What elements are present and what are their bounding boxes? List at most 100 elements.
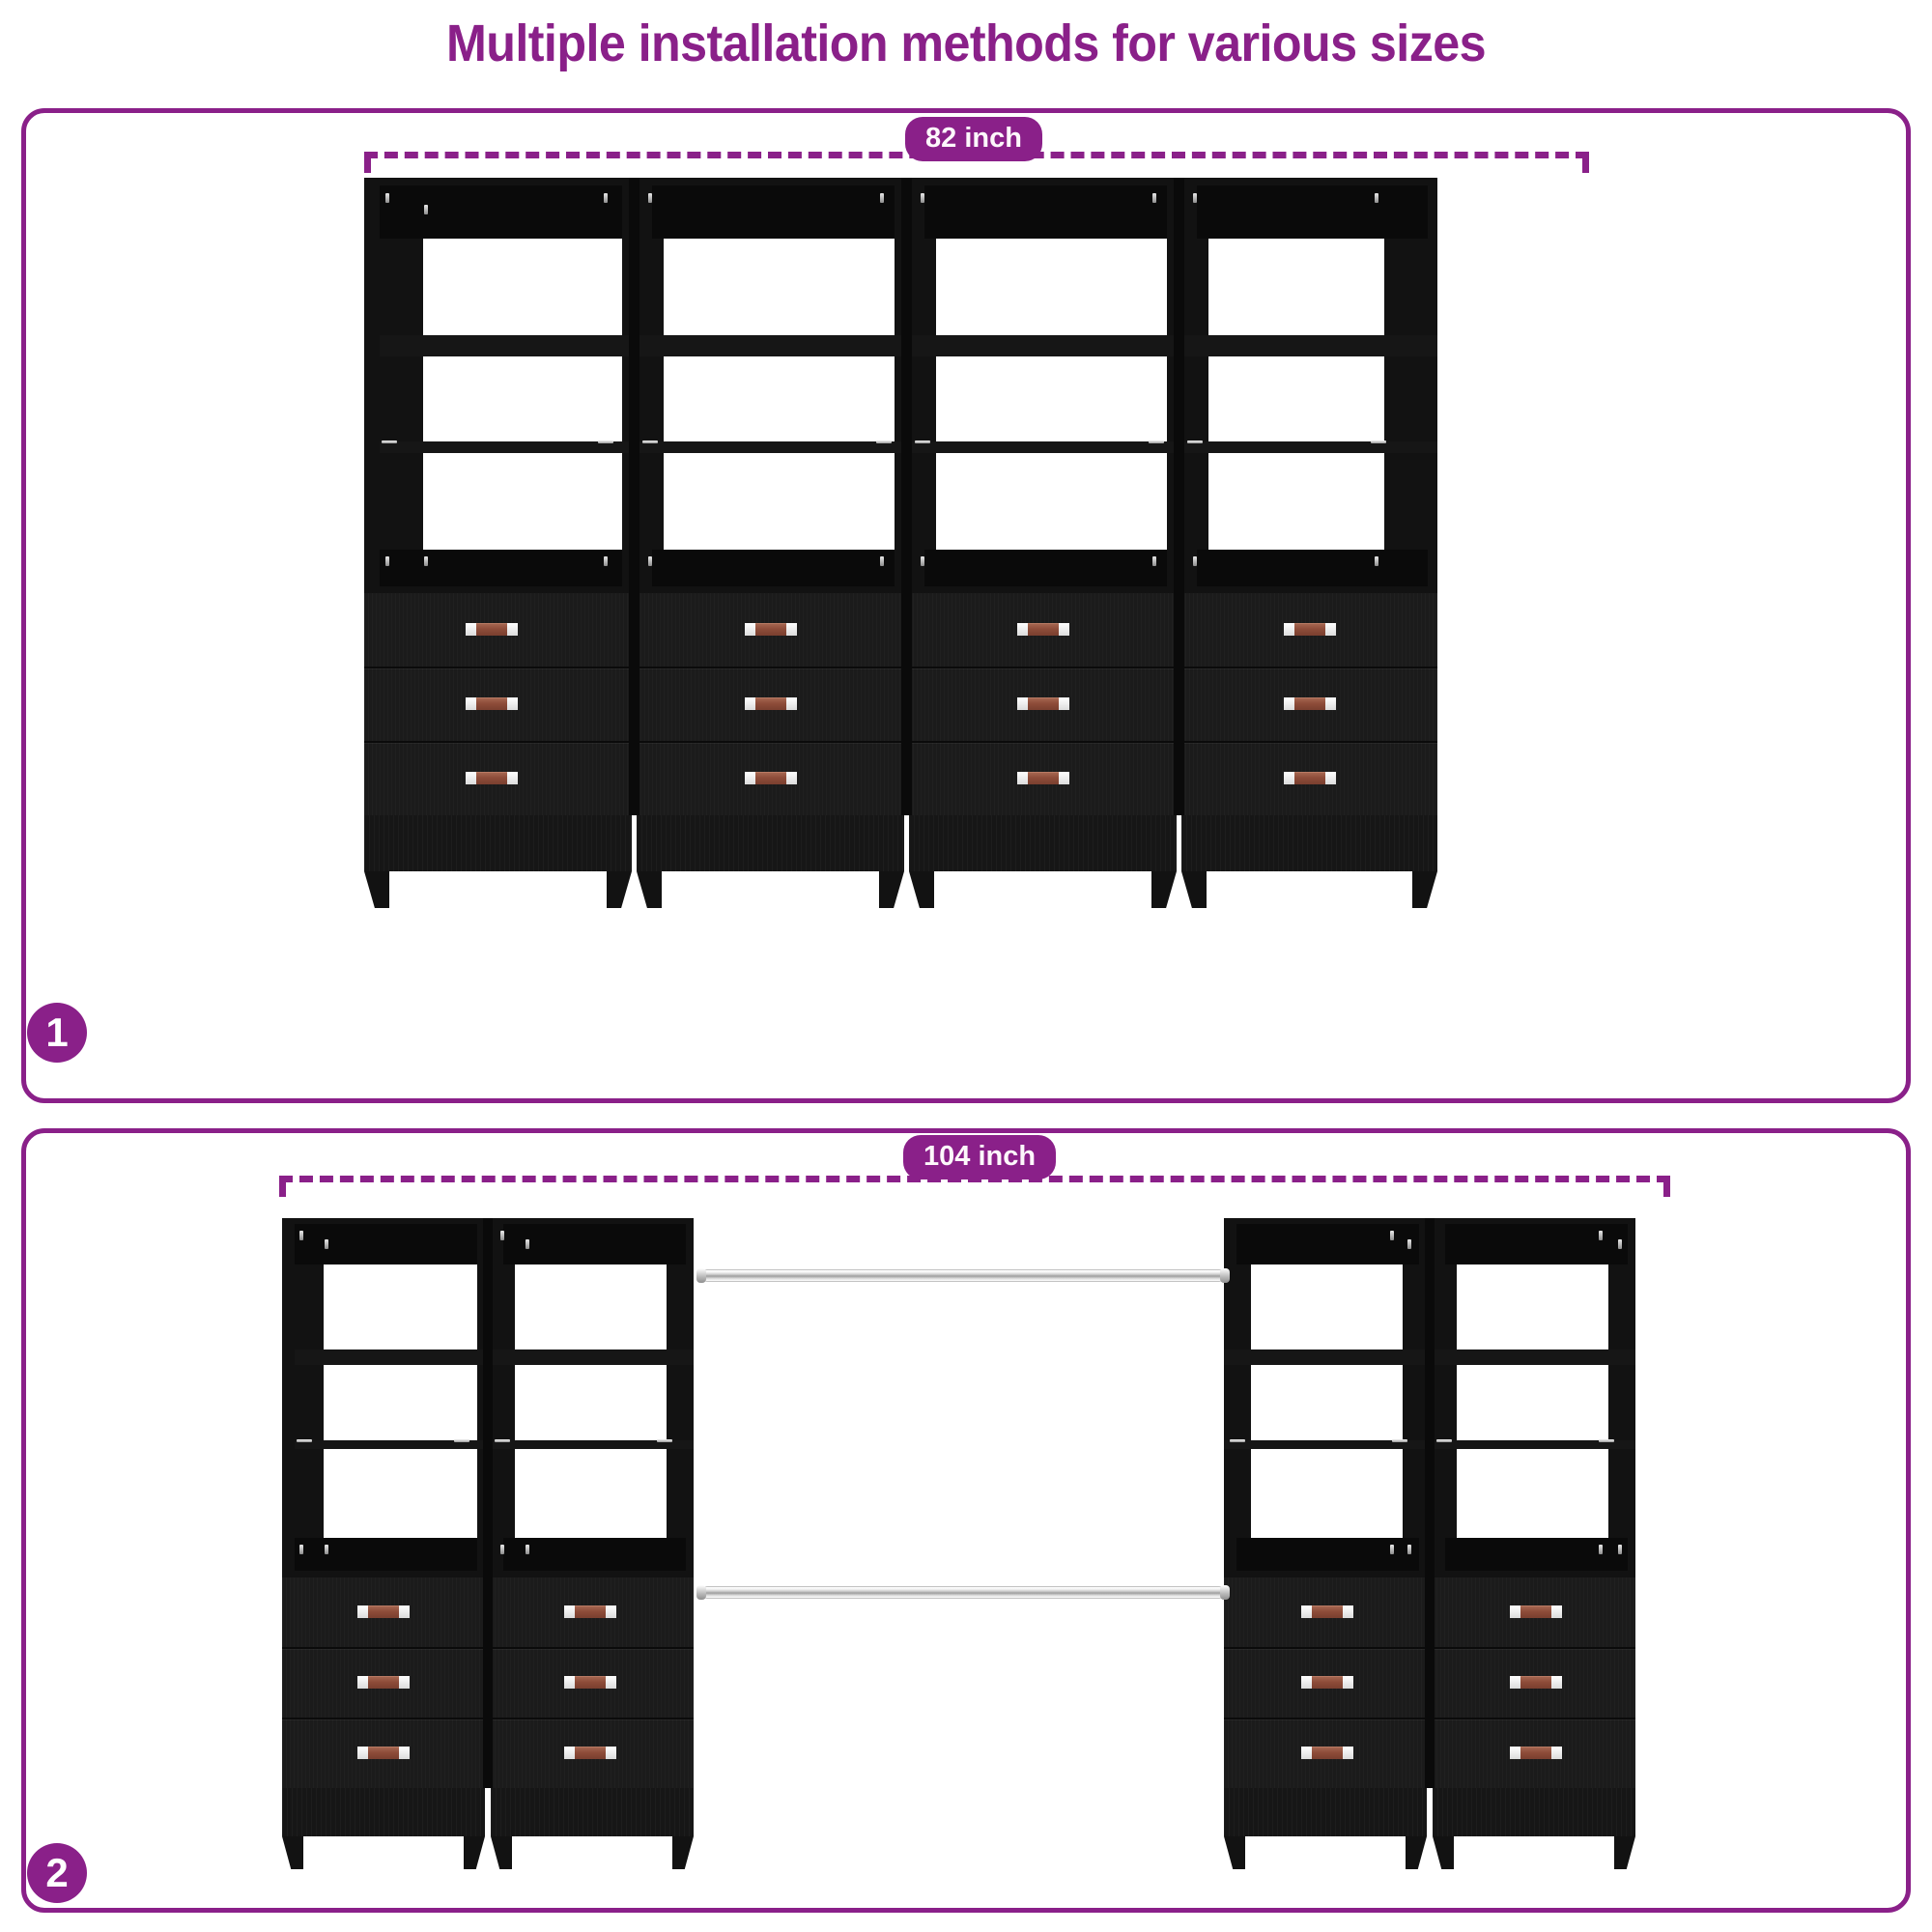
handle-cap-left bbox=[1017, 772, 1028, 784]
toe-kick-l1 bbox=[282, 1788, 485, 1836]
shelf-board-1 bbox=[1433, 1350, 1635, 1365]
rod-end-left-lower bbox=[696, 1585, 706, 1600]
tower-joint-right bbox=[1425, 1218, 1435, 1788]
foot-1-left bbox=[364, 871, 389, 908]
dimension-badge-82: 82 inch bbox=[905, 117, 1042, 162]
shelf-board-2 bbox=[491, 1440, 694, 1449]
drawer-divider bbox=[282, 1718, 485, 1719]
top-recess bbox=[1445, 1224, 1628, 1264]
shelf-pin-icon bbox=[1390, 1231, 1394, 1240]
drawer-handle-icon[interactable] bbox=[357, 1747, 410, 1759]
top-recess bbox=[295, 1224, 477, 1264]
drawer-divider bbox=[491, 1718, 694, 1719]
handle-cap-right bbox=[1343, 1747, 1353, 1759]
shelf-bay-1 bbox=[423, 239, 622, 335]
drawer-handle-icon[interactable] bbox=[1301, 1747, 1353, 1759]
drawer-stack-3 bbox=[909, 593, 1177, 815]
shelf-bay-1 bbox=[515, 1264, 667, 1350]
handle-cap-right bbox=[1551, 1676, 1562, 1689]
shelf-board-1 bbox=[295, 1350, 485, 1365]
handle-strap bbox=[755, 697, 786, 710]
drawer-divider bbox=[909, 667, 1177, 668]
drawer-handle-icon[interactable] bbox=[564, 1676, 616, 1689]
drawer-handle-icon[interactable] bbox=[564, 1747, 616, 1759]
tower-right-1 bbox=[1224, 1218, 1427, 1788]
drawer-handle-icon[interactable] bbox=[466, 772, 518, 784]
drawer-handle-icon[interactable] bbox=[1017, 623, 1069, 636]
drawer-handle-icon[interactable] bbox=[1510, 1747, 1562, 1759]
tower-joint-2 bbox=[901, 178, 912, 815]
top-recess bbox=[652, 185, 895, 239]
handle-cap-left bbox=[357, 1747, 368, 1759]
handle-cap-left bbox=[1284, 772, 1294, 784]
drawer-handle-icon[interactable] bbox=[1301, 1676, 1353, 1689]
shelf-pin-icon bbox=[880, 556, 884, 566]
drawer-handle-icon[interactable] bbox=[357, 1605, 410, 1618]
handle-cap-left bbox=[1017, 697, 1028, 710]
foot-l2-right bbox=[672, 1836, 694, 1869]
drawer-divider bbox=[1224, 1647, 1427, 1649]
bottom-recess bbox=[652, 550, 895, 586]
handle-cap-right bbox=[1059, 623, 1069, 636]
handle-cap-right bbox=[1325, 697, 1336, 710]
drawer-handle-icon[interactable] bbox=[1284, 772, 1336, 784]
shelf-pin-icon bbox=[1371, 440, 1386, 443]
handle-cap-right bbox=[399, 1747, 410, 1759]
handle-cap-right bbox=[606, 1747, 616, 1759]
drawer-handle-icon[interactable] bbox=[1510, 1605, 1562, 1618]
drawer-stack-2 bbox=[637, 593, 904, 815]
shelf-bay-1 bbox=[324, 1264, 477, 1350]
drawer-divider bbox=[909, 741, 1177, 743]
toe-kick-l2 bbox=[491, 1788, 694, 1836]
tower-left-1 bbox=[282, 1218, 485, 1788]
handle-strap bbox=[1028, 772, 1059, 784]
shelf-bay-2 bbox=[1208, 356, 1384, 441]
shelf-pin-icon bbox=[1618, 1239, 1622, 1249]
drawer-handle-icon[interactable] bbox=[745, 623, 797, 636]
drawer-handle-icon[interactable] bbox=[1510, 1676, 1562, 1689]
dimension-tick-right-82 bbox=[1582, 152, 1589, 173]
drawer-stack-r1 bbox=[1224, 1577, 1427, 1788]
handle-cap-left bbox=[1284, 697, 1294, 710]
shelf-pin-icon bbox=[495, 1439, 510, 1442]
drawer-handle-icon[interactable] bbox=[745, 697, 797, 710]
handle-cap-right bbox=[786, 697, 797, 710]
shelf-pin-icon bbox=[500, 1545, 504, 1554]
bottom-recess bbox=[1445, 1538, 1628, 1571]
handle-cap-right bbox=[1343, 1676, 1353, 1689]
handle-strap bbox=[755, 623, 786, 636]
drawer-handle-icon[interactable] bbox=[745, 772, 797, 784]
drawer-stack-l1 bbox=[282, 1577, 485, 1788]
drawer-handle-icon[interactable] bbox=[1017, 697, 1069, 710]
handle-cap-left bbox=[564, 1676, 575, 1689]
dimension-tick-left-104 bbox=[279, 1176, 286, 1197]
handle-cap-right bbox=[1343, 1605, 1353, 1618]
foot-4-right bbox=[1412, 871, 1437, 908]
shelf-pin-icon bbox=[1152, 556, 1156, 566]
drawer-handle-icon[interactable] bbox=[357, 1676, 410, 1689]
drawer-handle-icon[interactable] bbox=[1017, 772, 1069, 784]
drawer-handle-icon[interactable] bbox=[1284, 697, 1336, 710]
shelf-pin-icon bbox=[526, 1545, 529, 1554]
shelf-pin-icon bbox=[297, 1439, 312, 1442]
handle-strap bbox=[1312, 1676, 1343, 1689]
shelf-board-2 bbox=[1181, 441, 1437, 453]
shelf-bay-3 bbox=[515, 1449, 667, 1538]
drawer-handle-icon[interactable] bbox=[466, 623, 518, 636]
handle-strap bbox=[1294, 623, 1325, 636]
drawer-handle-icon[interactable] bbox=[1284, 623, 1336, 636]
handle-cap-left bbox=[1510, 1747, 1520, 1759]
handle-cap-left bbox=[564, 1605, 575, 1618]
foot-r1-right bbox=[1406, 1836, 1427, 1869]
drawer-handle-icon[interactable] bbox=[564, 1605, 616, 1618]
top-recess bbox=[503, 1224, 686, 1264]
shelf-bay-3 bbox=[324, 1449, 477, 1538]
handle-cap-left bbox=[1301, 1605, 1312, 1618]
foot-r2-left bbox=[1433, 1836, 1454, 1869]
drawer-handle-icon[interactable] bbox=[1301, 1605, 1353, 1618]
bottom-recess bbox=[380, 550, 622, 586]
shelf-pin-icon bbox=[1187, 440, 1203, 443]
drawer-handle-icon[interactable] bbox=[466, 697, 518, 710]
shelf-pin-icon bbox=[1390, 1545, 1394, 1554]
handle-cap-left bbox=[466, 697, 476, 710]
